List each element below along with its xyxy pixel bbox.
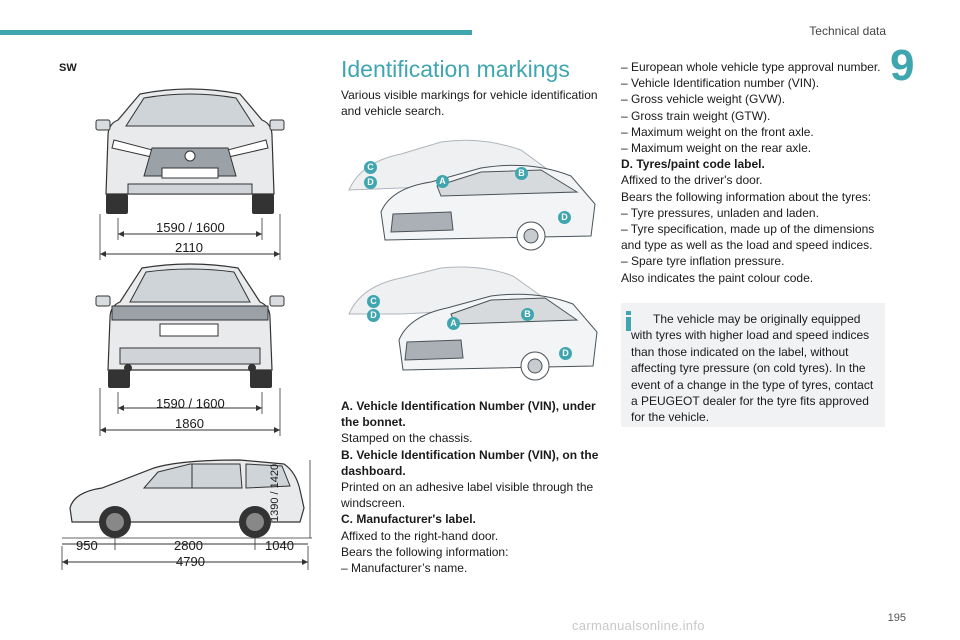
variant-label: SW (59, 62, 77, 74)
front-view-drawing (95, 88, 285, 260)
car-identification-drawing-bottom (348, 266, 598, 381)
callout-d-top-left: D (364, 176, 377, 189)
item-a-title: A. Vehicle Identification Number (VIN), … (341, 399, 596, 430)
item-c-line-3: – Manufacturer’s name. (341, 561, 468, 576)
callout-d-top-right: D (558, 211, 571, 224)
rear-track-dimension: 1590 / 1600 (156, 396, 225, 411)
info-box (621, 303, 885, 427)
item-c-line-2: Bears the following information: (341, 544, 509, 559)
callout-a-top: A (436, 175, 449, 188)
callout-c-bottom: C (367, 295, 380, 308)
section-heading: Identification markings (341, 56, 570, 82)
length-dimension: 4790 (176, 554, 205, 569)
rear-width-dimension: 1860 (175, 416, 204, 431)
right-column-text: – European whole vehicle type approval n… (621, 59, 887, 286)
side-view-drawing (61, 459, 312, 570)
item-d-line: Affixed to the driver's door. (621, 173, 763, 188)
chapter-number: 9 (890, 41, 915, 90)
intro-text: Various visible markings for vehicle ide… (341, 88, 598, 119)
callout-d-bottom-right: D (559, 347, 572, 360)
header-accent-bar (0, 30, 472, 35)
wheelbase-dimension: 2800 (174, 538, 203, 553)
item-d-line: Also indicates the paint colour code. (621, 270, 814, 285)
list-item: – European whole vehicle type approval n… (621, 60, 881, 74)
list-item: – Vehicle Identification number (VIN). (621, 76, 820, 91)
callout-d-bottom-left: D (367, 309, 380, 322)
watermark: carmanualsonline.info (572, 618, 705, 633)
info-text: The vehicle may be originally equipped w… (631, 312, 874, 425)
list-item: – Maximum weight on the rear axle. (621, 141, 812, 156)
info-icon (626, 311, 631, 331)
item-d-line: – Tyre pressures, unladen and laden. (621, 205, 819, 220)
item-d-title: D. Tyres/paint code label. (621, 157, 765, 172)
item-c-title: C. Manufacturer's label. (341, 512, 476, 527)
item-d-line: Bears the following information about th… (621, 189, 872, 204)
list-item: – Gross vehicle weight (GVW). (621, 92, 786, 107)
callout-b-top: B (515, 167, 528, 180)
list-item: – Gross train weight (GTW). (621, 108, 771, 123)
item-a-line: Stamped on the chassis. (341, 431, 473, 446)
item-b-title: B. Vehicle Identification Number (VIN), … (341, 447, 599, 478)
car-identification-drawing-top (348, 139, 596, 251)
front-overhang-dimension: 950 (76, 538, 98, 553)
rear-overhang-dimension: 1040 (265, 538, 294, 553)
identification-list: A. Vehicle Identification Number (VIN), … (341, 398, 603, 576)
list-item: – Maximum weight on the front axle. (621, 124, 814, 139)
item-b-line: Printed on an adhesive label visible thr… (341, 480, 594, 511)
item-d-line: – Tyre specification, made up of the dim… (621, 222, 875, 253)
front-track-dimension: 1590 / 1600 (156, 220, 225, 235)
height-dimension: 1390 / 1420 (269, 463, 281, 522)
item-d-line: – Spare tyre inflation pressure. (621, 254, 785, 269)
callout-a-bottom: A (447, 317, 460, 330)
front-width-dimension: 2110 (175, 240, 203, 255)
section-title: Technical data (809, 24, 886, 38)
callout-b-bottom: B (521, 308, 534, 321)
callout-c-top: C (364, 161, 377, 174)
rear-view-drawing (95, 263, 285, 436)
item-c-line-1: Affixed to the right-hand door. (341, 528, 499, 543)
page-number: 195 (887, 612, 906, 624)
